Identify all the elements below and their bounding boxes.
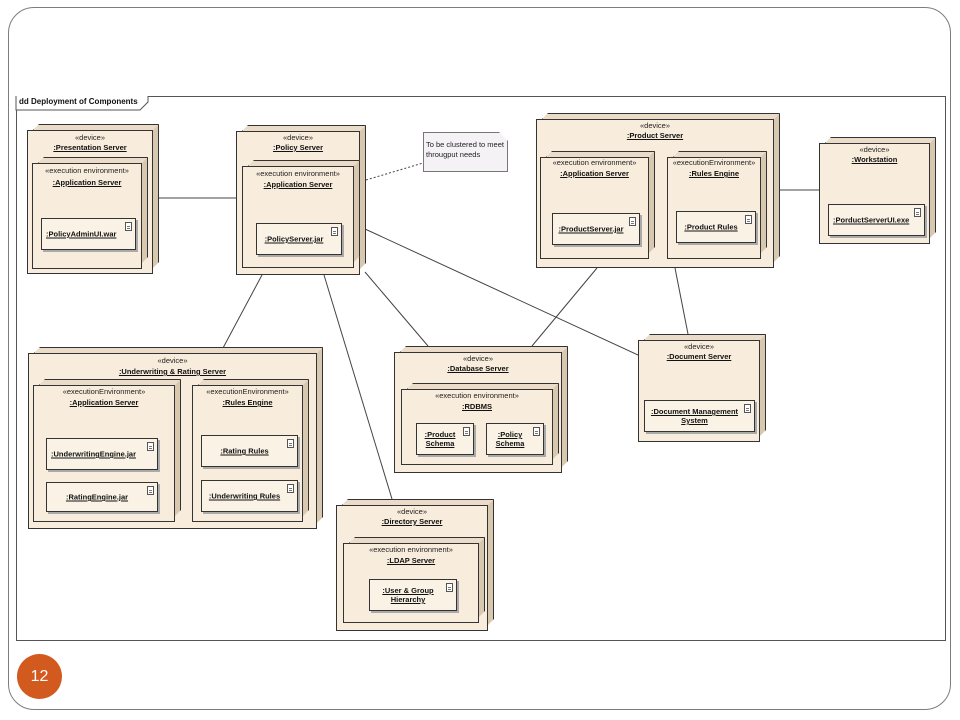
stereotype-label: «execution environment» (45, 166, 129, 175)
artifact-label: :Product Schema (424, 430, 456, 448)
document-icon (147, 486, 154, 495)
node-name: :Product Server (626, 131, 684, 140)
page-number-badge: 12 (17, 654, 62, 699)
artifact-product-schema: :Product Schema (416, 423, 474, 455)
artifact-policy-schema: :Policy Schema (486, 423, 544, 455)
node-name: :Presentation Server (53, 143, 127, 152)
document-icon (745, 215, 752, 224)
env-name: :Rules Engine (222, 398, 273, 407)
note (423, 132, 508, 172)
stereotype-label: «execution environment» (369, 545, 453, 554)
artifact-label: :UnderwritingEngine.jar (51, 449, 137, 459)
stereotype-label: «execution environment» (552, 158, 637, 167)
stereotype-label: «device» (462, 354, 494, 363)
artifact-policyadminui-war: :PolicyAdminUI.war (41, 218, 136, 250)
env-application-server: «execution environment» :Application Ser… (32, 157, 148, 269)
document-icon (629, 217, 636, 226)
document-icon (287, 484, 294, 493)
artifact-label: :RatingEngine.jar (65, 492, 129, 502)
stereotype-label: «execution environment» (256, 169, 340, 178)
artifact-policyserver-jar: :PolicyServer.jar (256, 223, 342, 255)
env-name: :RDBMS (462, 402, 492, 411)
stereotype-label: «executionEnvironment» (206, 387, 289, 396)
artifact-rating-rules: :Rating Rules (201, 435, 298, 467)
stereotype-label: «device» (639, 121, 671, 130)
document-icon (446, 583, 453, 592)
node-name: :Database Server (447, 364, 509, 373)
env-name: :Application Server (69, 398, 139, 407)
note-text: To be clustered to meet througput needs (426, 140, 504, 159)
document-icon (744, 404, 751, 413)
document-icon (463, 427, 470, 436)
document-icon (147, 442, 154, 451)
env-name: :Application Server (560, 169, 629, 178)
stereotype-label: «device» (683, 342, 715, 351)
stereotype-label: «device» (282, 133, 314, 142)
node-name: :Workstation (851, 155, 898, 164)
document-icon (914, 208, 921, 217)
node-name: :Policy Server (272, 143, 324, 152)
stereotype-label: «executionEnvironment» (62, 387, 146, 396)
artifact-document-management-system: :Document Management System (644, 400, 755, 432)
artifact-productserverui-exe: :PorductServerUI.exe (828, 204, 925, 236)
artifact-underwriting-rules: :Underwriting Rules (201, 480, 298, 512)
artifact-underwritingengine-jar: :UnderwritingEngine.jar (46, 438, 158, 470)
stereotype-label: «executionEnvironment» (672, 158, 756, 167)
artifact-label: :Product Rules (684, 222, 738, 232)
artifact-productserver-jar: :ProductServer.jar (552, 213, 640, 245)
artifact-label: :PolicyAdminUI.war (46, 229, 117, 239)
env-name: :Rules Engine (688, 169, 739, 178)
stereotype-label: «device» (859, 145, 890, 154)
stereotype-label: «device» (74, 133, 106, 142)
node-name: :Document Server (666, 352, 732, 361)
document-icon (331, 227, 338, 236)
artifact-label: :Underwriting Rules (208, 491, 281, 501)
document-icon (125, 222, 132, 231)
artifact-user-group-hierarchy: :User & Group Hierarchy (369, 579, 457, 611)
artifact-label: :Rating Rules (220, 446, 269, 456)
stereotype-label: «execution environment» (435, 391, 519, 400)
node-name: :Directory Server (381, 517, 443, 526)
artifact-label: :Policy Schema (495, 430, 525, 448)
artifact-ratingengine-jar: :RatingEngine.jar (46, 482, 158, 512)
artifact-product-rules: :Product Rules (676, 211, 756, 243)
document-icon (533, 427, 540, 436)
artifact-label: :Document Management System (650, 407, 739, 425)
artifact-label: :PorductServerUI.exe (833, 215, 910, 225)
stereotype-label: «device» (157, 356, 188, 365)
node-name: :Underwriting & Rating Server (118, 367, 227, 376)
env-name: :Application Server (52, 178, 122, 187)
env-name: :LDAP Server (386, 556, 436, 565)
env-name: :Application Server (263, 180, 333, 189)
artifact-label: :PolicyServer.jar (264, 234, 324, 244)
document-icon (287, 439, 294, 448)
artifact-label: :User & Group Hierarchy (382, 586, 434, 604)
stereotype-label: «device» (396, 507, 428, 516)
diagram-title: dd Deployment of Components (19, 97, 138, 106)
artifact-label: :ProductServer.jar (558, 224, 624, 234)
